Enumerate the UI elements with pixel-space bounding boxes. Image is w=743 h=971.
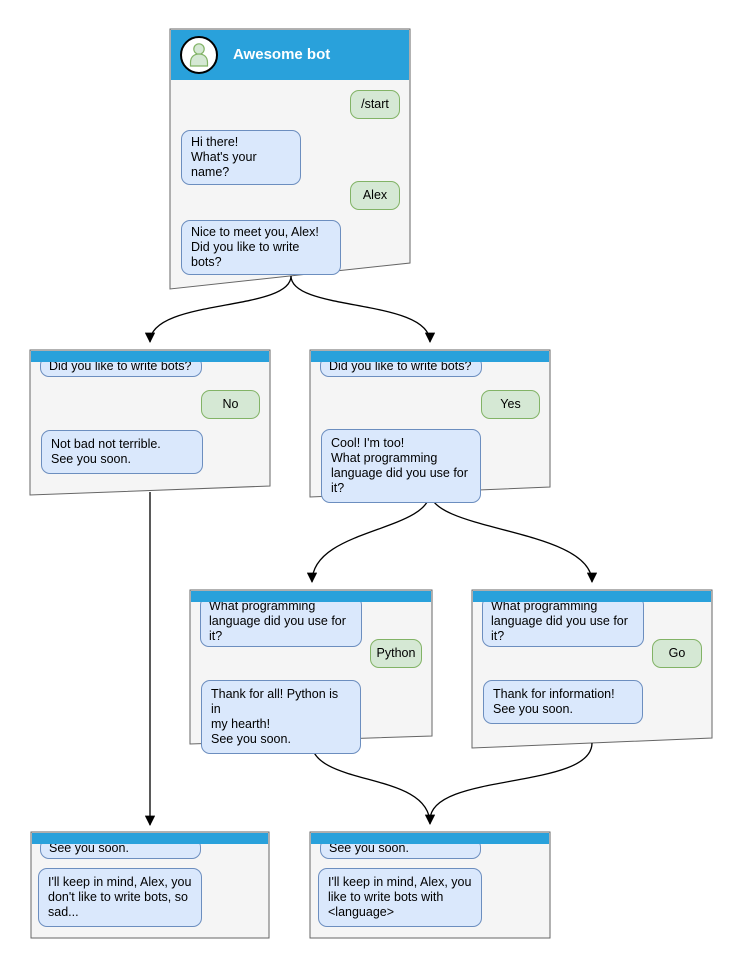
user-message-bubble: Go	[652, 639, 702, 668]
connector-yes-to-python	[306, 491, 431, 584]
chat-header-bar	[31, 351, 269, 362]
connector-go-to-end	[429, 742, 593, 821]
bot-message-bubble: What programming language did you use fo…	[200, 596, 362, 647]
bot-message-bubble: Thank for all! Python is in my hearth! S…	[201, 680, 361, 754]
bot-message-bubble: Hi there! What's your name?	[181, 130, 301, 185]
connector-start-to-yes	[290, 275, 436, 344]
chat-header: Awesome bot	[171, 30, 409, 80]
user-message-bubble: /start	[350, 90, 400, 119]
user-message-bubble: Python	[370, 639, 422, 668]
bot-message-bubble: Nice to meet you, Alex! Did you like to …	[181, 220, 341, 275]
bot-message-bubble: Not bad not terrible. See you soon.	[41, 430, 203, 474]
user-message-bubble: No	[201, 390, 260, 419]
bot-message-bubble: Cool! I'm too! What programming language…	[321, 429, 481, 503]
chat-header-bar	[191, 591, 431, 602]
user-message-bubble: Alex	[350, 181, 400, 210]
connector-yes-to-go	[429, 491, 598, 584]
bot-title: Awesome bot	[233, 46, 331, 63]
bot-message-bubble: I'll keep in mind, Alex, you don't like …	[38, 868, 202, 927]
bot-message-bubble: I'll keep in mind, Alex, you like to wri…	[318, 868, 482, 927]
bot-avatar-icon	[179, 35, 219, 80]
chat-header-bar	[311, 351, 549, 362]
bot-message-bubble: Thank for information! See you soon.	[483, 680, 643, 724]
chat-header-bar	[311, 833, 549, 844]
chat-header-bar	[32, 833, 268, 844]
connector-start-to-no	[144, 275, 292, 344]
user-message-bubble: Yes	[481, 390, 540, 419]
connector-python-to-end	[310, 740, 436, 826]
bot-message-bubble: What programming language did you use fo…	[482, 596, 644, 647]
chat-header-bar	[473, 591, 711, 602]
